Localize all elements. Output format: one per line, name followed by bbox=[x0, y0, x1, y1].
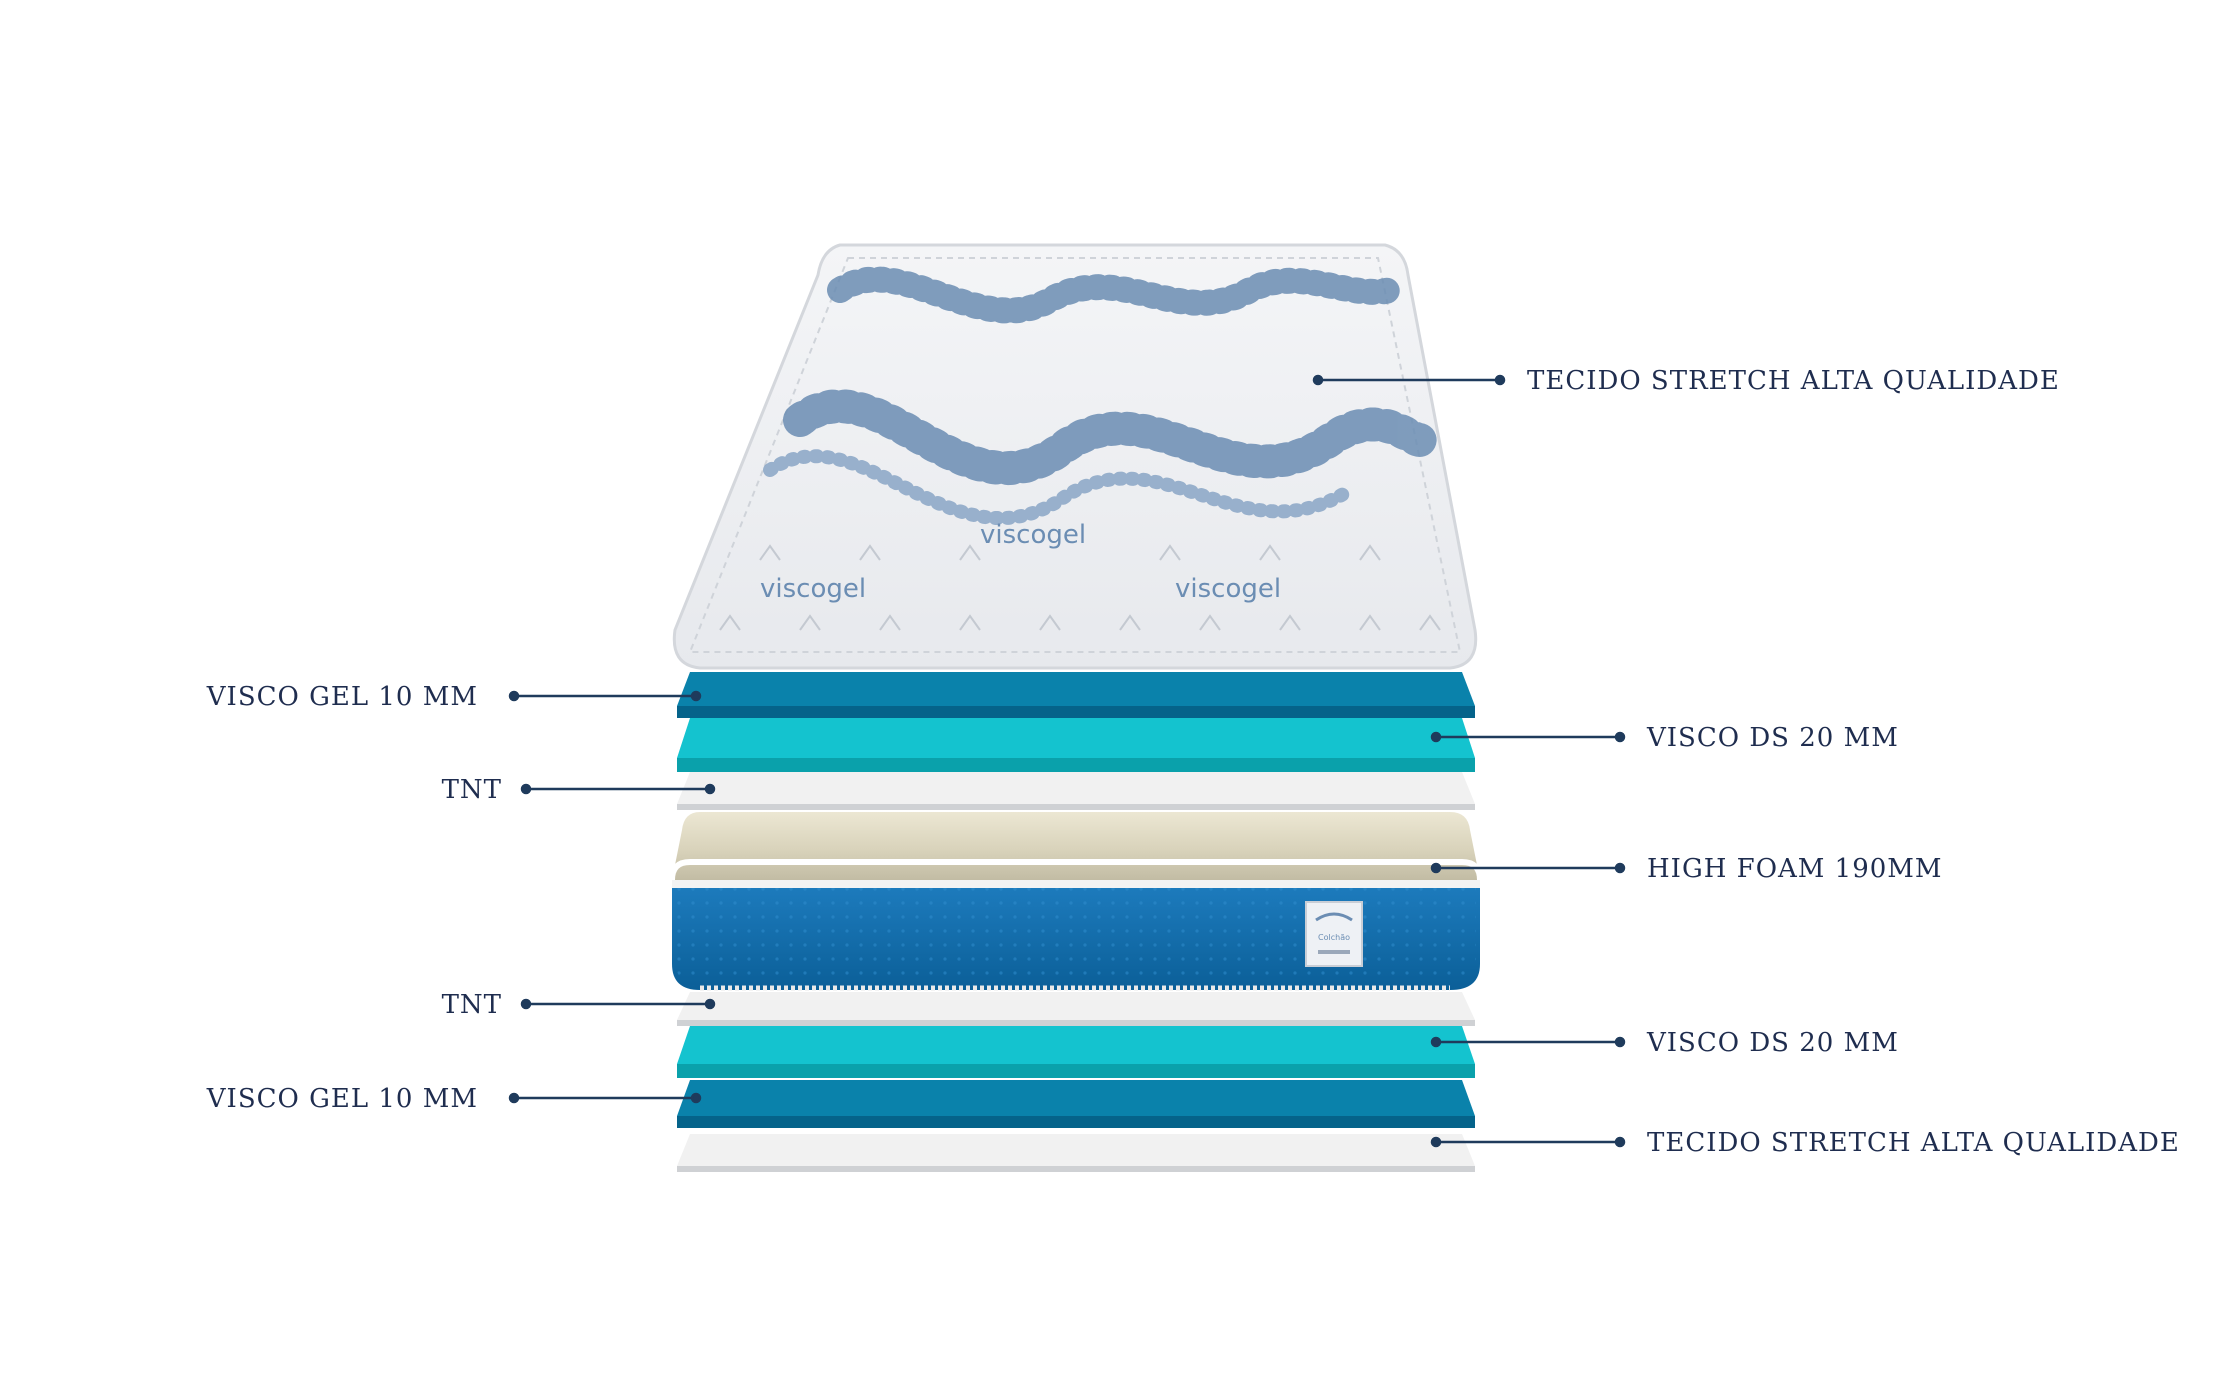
layer-visco-gel-top bbox=[677, 672, 1475, 718]
layer-tnt-top bbox=[677, 772, 1475, 810]
leader-visco-gel-top-dot-a bbox=[508, 690, 520, 702]
leader-visco-ds-bottom-dot-b bbox=[1614, 1036, 1626, 1048]
leader-top-fabric-dot-b bbox=[1494, 374, 1506, 386]
callouts bbox=[508, 374, 1626, 1148]
quilt-brand-text-2: viscogel bbox=[1175, 574, 1281, 604]
layer-tnt-bottom bbox=[677, 992, 1475, 1026]
layer-visco-gel-bottom bbox=[677, 1080, 1475, 1128]
leader-high-foam-dot-b bbox=[1614, 862, 1626, 874]
leader-high-foam-dot-a bbox=[1430, 862, 1442, 874]
label-visco-gel-bottom: VISCO GEL 10 MM bbox=[206, 1084, 478, 1114]
quilt-tufts bbox=[719, 544, 1441, 631]
leader-bottom-fabric-dot-a bbox=[1430, 1136, 1442, 1148]
layer-high-foam-core: Colchão bbox=[669, 812, 1483, 991]
label-top-fabric: TECIDO STRETCH ALTA QUALIDADE bbox=[1527, 366, 2060, 396]
label-tnt-top: TNT bbox=[442, 775, 502, 805]
leader-tnt-bottom-dot-b bbox=[704, 998, 716, 1010]
layer-visco-ds-top bbox=[677, 718, 1475, 772]
leader-visco-gel-top-dot-b bbox=[690, 690, 702, 702]
leader-visco-gel-bottom-dot-a bbox=[508, 1092, 520, 1104]
leader-visco-ds-top-dot-a bbox=[1430, 731, 1442, 743]
label-bottom-fabric: TECIDO STRETCH ALTA QUALIDADE bbox=[1647, 1128, 2180, 1158]
label-visco-ds-bottom: VISCO DS 20 MM bbox=[1646, 1028, 1899, 1058]
mattress-tag-text: Colchão bbox=[1318, 933, 1350, 942]
mattress-tag: Colchão bbox=[1305, 901, 1363, 967]
top-quilted-fabric: viscogel viscogel viscogel bbox=[672, 243, 1478, 670]
leader-tnt-top-dot-a bbox=[520, 783, 532, 795]
leader-top-fabric-dot-a bbox=[1312, 374, 1324, 386]
quilt-wave-pattern bbox=[763, 266, 1437, 526]
quilt-brand-text: viscogel bbox=[980, 520, 1086, 550]
label-tnt-bottom: TNT bbox=[442, 990, 502, 1020]
leader-bottom-fabric-dot-b bbox=[1614, 1136, 1626, 1148]
label-visco-ds-top: VISCO DS 20 MM bbox=[1646, 723, 1899, 753]
label-visco-gel-top: VISCO GEL 10 MM bbox=[206, 682, 478, 712]
leader-tnt-bottom-dot-a bbox=[520, 998, 532, 1010]
leader-visco-ds-top-dot-b bbox=[1614, 731, 1626, 743]
quilt-brand-text-3: viscogel bbox=[760, 574, 866, 604]
leader-visco-ds-bottom-dot-a bbox=[1430, 1036, 1442, 1048]
layer-bottom-fabric bbox=[677, 1134, 1475, 1172]
leader-visco-gel-bottom-dot-b bbox=[690, 1092, 702, 1104]
layer-visco-ds-bottom bbox=[677, 1026, 1475, 1078]
label-high-foam: HIGH FOAM 190MM bbox=[1647, 854, 1943, 884]
leader-tnt-top-dot-b bbox=[704, 783, 716, 795]
